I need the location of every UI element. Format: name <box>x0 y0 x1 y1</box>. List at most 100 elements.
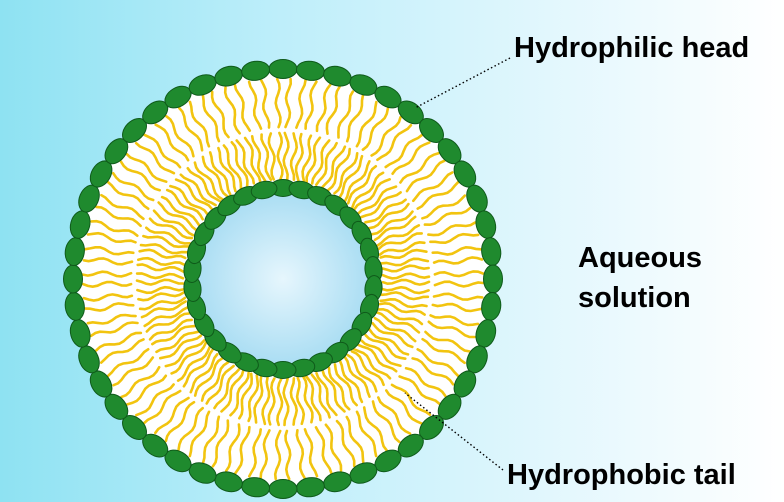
outer-leaflet-tail <box>94 331 143 352</box>
inner-leaflet-tail <box>137 256 186 267</box>
inner-leaflet-tail <box>145 312 191 333</box>
outer-leaflet-tails <box>81 77 485 481</box>
inner-leaflet-tail <box>301 134 313 183</box>
outer-leaflet-tail <box>391 141 431 175</box>
inner-leaflet-tail <box>282 377 290 427</box>
outer-leaflet-heads <box>63 59 503 499</box>
outer-leaflet-tail <box>154 396 190 435</box>
inner-leaflet-tail <box>381 264 430 273</box>
inner-leaflet-tail <box>136 285 185 295</box>
outer-leaflet-tail <box>355 410 378 458</box>
outer-leaflet-tail <box>404 366 447 398</box>
inner-leaflet-tail <box>380 291 430 301</box>
outer-leaflet-tail <box>429 314 480 327</box>
inner-leaflet-tail <box>351 171 385 209</box>
inner-leaflet-tail <box>378 240 426 256</box>
inner-leaflet-tail <box>170 341 208 375</box>
inner-leaflet-tail <box>343 356 371 398</box>
outer-leaflet-tail <box>421 194 467 220</box>
inner-leaflet-tail <box>321 145 347 189</box>
inner-leaflet-tail <box>379 297 428 309</box>
outer-leaflet-tail <box>416 180 460 210</box>
outer-leaflet-tail <box>433 280 485 288</box>
outer-leaflet-tail <box>315 83 332 133</box>
inner-leaflet-tail <box>381 278 431 286</box>
outer-leaflet-tail <box>398 375 441 405</box>
inner-leaflet-tail <box>138 248 187 260</box>
outer-leaflet-tail <box>416 348 460 378</box>
inner-leaflet-tail <box>373 316 417 343</box>
outer-leaflet-tail <box>295 429 306 480</box>
outer-leaflet-tail <box>82 293 134 302</box>
outer-leaflet-tail <box>427 221 477 237</box>
outer-leaflet-tail <box>125 152 168 183</box>
outer-leaflet-tail <box>89 321 139 338</box>
inner-leaflet-tail <box>289 132 299 181</box>
outer-leaflet-tail <box>143 133 182 169</box>
outer-leaflet-tail <box>177 406 204 451</box>
outer-leaflet-tail <box>324 423 343 472</box>
inner-leaflet-tail <box>152 209 195 237</box>
inner-leaflet-tail <box>378 301 426 316</box>
inner-leaflet-tail <box>360 191 402 219</box>
inner-leaflet-tail <box>160 195 201 227</box>
outer-leaflet-tail <box>106 180 150 210</box>
inner-leaflet-tail <box>220 369 245 413</box>
inner-leaflet-tail <box>302 375 314 424</box>
outer-leaflet-tail <box>106 348 150 378</box>
inner-leaflet-tail <box>148 217 194 240</box>
outer-leaflet-tail <box>188 410 211 458</box>
inner-leaflet-tail <box>371 322 414 349</box>
inner-leaflet-tail <box>260 133 273 181</box>
outer-leaflet-tail <box>201 94 221 143</box>
outer-leaflet-tail <box>100 338 145 364</box>
outer-leaflet-tail <box>429 232 480 245</box>
outer-leaflet-tail <box>362 406 388 452</box>
inner-leaflet-tail <box>176 345 211 382</box>
inner-leaflet-tail <box>208 151 232 196</box>
outer-leaflet-tail <box>405 159 446 193</box>
inner-leaflet-tail <box>352 348 392 380</box>
outer-leaflet-tail <box>259 429 271 480</box>
inner-leaflet-tail <box>282 131 290 181</box>
inner-leaflet-tail <box>357 343 398 373</box>
outer-leaflet-tail <box>234 425 251 475</box>
outer-leaflet-tail <box>119 160 161 192</box>
inner-leaflet-tail <box>143 306 189 328</box>
outer-leaflet-tail <box>390 383 432 416</box>
inner-leaflet-tail <box>350 350 385 387</box>
inner-leaflet-tail <box>327 147 351 192</box>
outer-leaflet-tail <box>370 115 402 157</box>
hydrophobic-tail-label: Hydrophobic tail <box>507 459 736 491</box>
inner-leaflet-tail <box>346 353 378 393</box>
inner-leaflet-tail <box>357 185 398 215</box>
inner-leaflet-tail <box>367 202 410 230</box>
outer-leaflet-tail <box>95 205 142 228</box>
aqueous-label-line2: solution <box>578 282 691 314</box>
inner-leaflet-tail <box>327 366 351 411</box>
inner-leaflet-tail <box>200 361 230 402</box>
inner-leaflet-tail <box>343 160 371 202</box>
inner-leaflet-tail <box>229 371 250 417</box>
outer-leaflet-tail <box>86 231 137 244</box>
outer-leaflet-tail <box>274 77 282 129</box>
inner-leaflet-tail <box>230 141 249 187</box>
outer-leaflet-tail <box>247 80 263 130</box>
outer-leaflet-tail <box>335 419 356 468</box>
inner-leaflet-tail <box>238 372 254 420</box>
inner-leaflet-tail <box>353 178 391 211</box>
inner-aqueous-lumen <box>195 191 371 367</box>
outer-leaflet-tail <box>337 90 355 139</box>
inner-leaflet-tail <box>346 165 378 205</box>
inner-leaflet-tail <box>364 198 407 224</box>
inner-leaflet-tails <box>135 131 431 427</box>
outer-leaflet-tail <box>284 429 292 481</box>
inner-leaflet-tail <box>338 359 364 404</box>
inner-leaflet-tail <box>247 374 260 423</box>
outer-leaflet-tail <box>81 270 133 278</box>
outer-leaflet-tail <box>188 100 211 148</box>
outer-leaflet-head <box>483 264 503 294</box>
outer-leaflet-head <box>63 264 83 294</box>
inner-leaflet-tail <box>139 243 188 255</box>
